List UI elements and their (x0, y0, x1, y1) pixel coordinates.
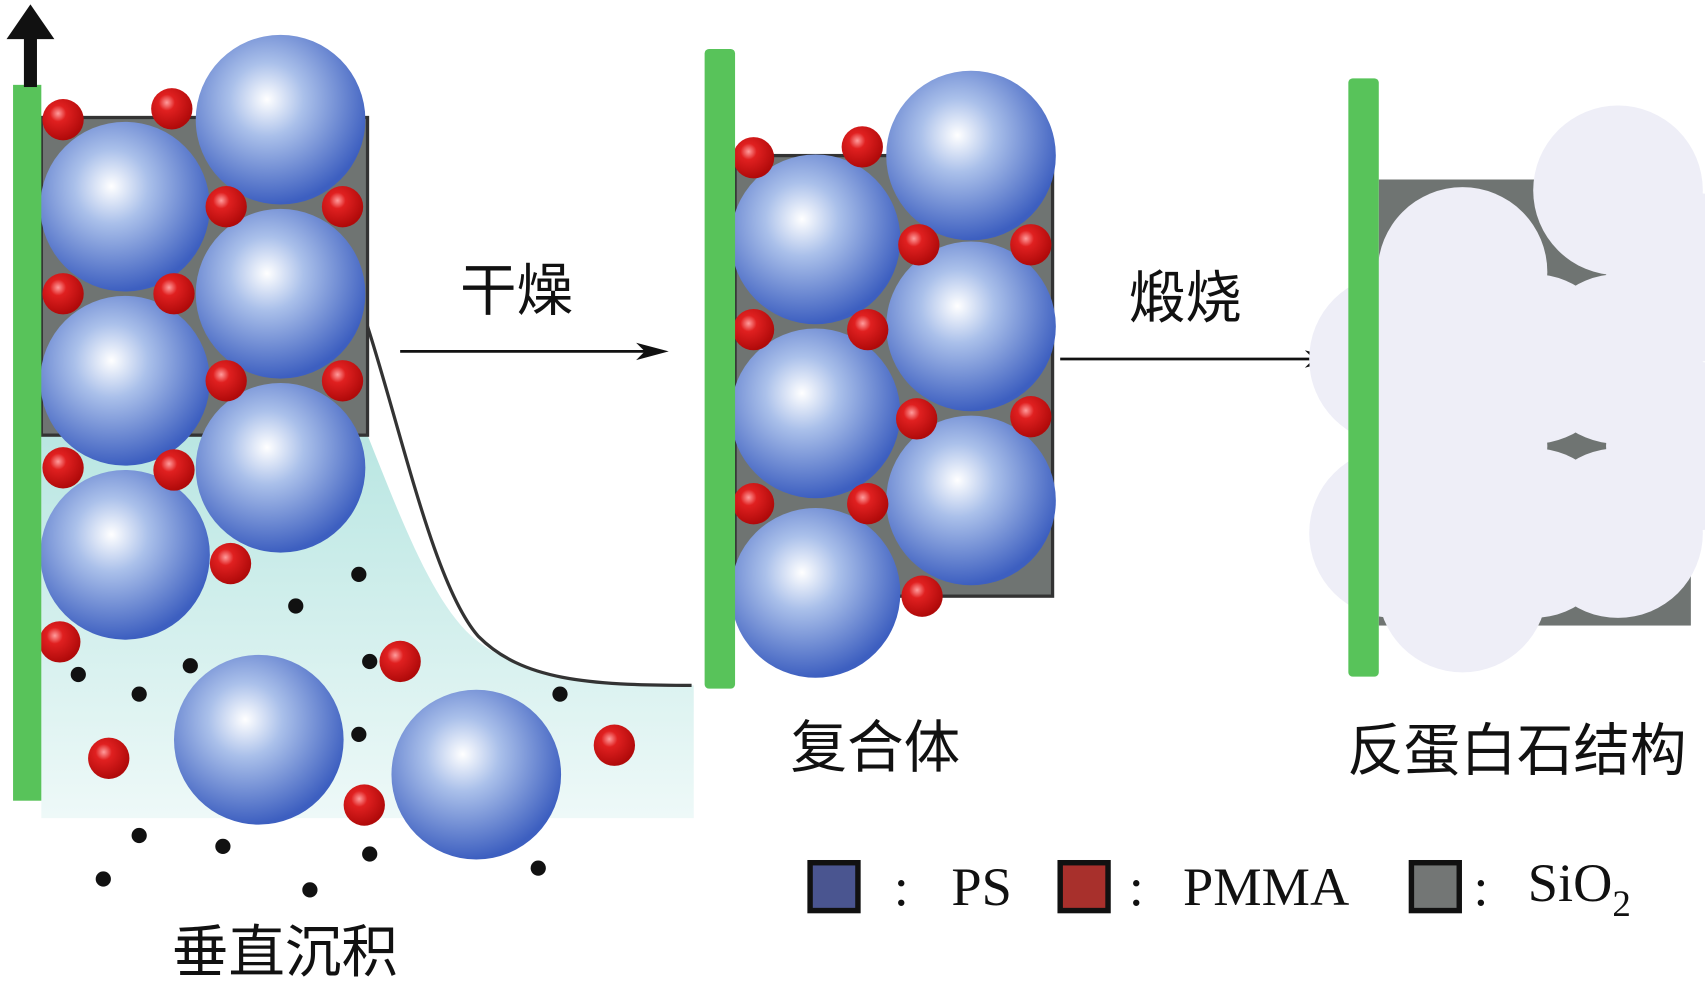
pmma-sphere (321, 360, 364, 402)
ps-sphere (173, 654, 344, 825)
pmma-sphere (42, 99, 84, 141)
composite-label: 复合体 (791, 716, 961, 781)
silica-particle (215, 838, 231, 855)
legend-label-pmma: PMMA (1183, 857, 1349, 917)
pore (1448, 448, 1619, 618)
ps-sphere (40, 121, 210, 292)
silica-particle (351, 566, 367, 583)
pmma-sphere (379, 640, 421, 683)
pmma-sphere (1010, 396, 1052, 438)
pmma-sphere (39, 621, 81, 663)
silica-particle (351, 726, 367, 742)
withdrawal-arrow-icon (6, 4, 55, 88)
inverse-opal-panel (1309, 78, 1705, 677)
substrate (704, 48, 736, 689)
silica-particle (362, 653, 378, 670)
legend-separator: : (1473, 857, 1488, 917)
pmma-sphere (205, 360, 247, 402)
meniscus-line (365, 325, 692, 688)
legend-label-ps: PS (951, 857, 1011, 917)
pore (1606, 361, 1705, 531)
pmma-sphere (901, 575, 943, 617)
calcination-arrow-icon (1060, 350, 1338, 368)
ps-spheres (40, 34, 562, 860)
legend-label-sio2: SiO2 (1528, 853, 1631, 924)
pore (1448, 274, 1619, 444)
silica-particle (70, 666, 86, 683)
pore (1606, 192, 1705, 363)
pmma-sphere (593, 724, 636, 766)
legend: : PS : PMMA : SiO2 (807, 853, 1631, 924)
drying-arrow-icon (400, 342, 669, 361)
silica-nanoparticles (70, 566, 568, 898)
pmma-sphere (1010, 224, 1052, 266)
pmma-sphere (732, 308, 775, 351)
silica-particle (302, 882, 318, 898)
pmma-sphere (847, 483, 889, 525)
pmma-sphere (153, 449, 195, 491)
ps-sphere (886, 70, 1056, 241)
legend-swatch-ps (807, 859, 861, 914)
pmma-sphere (841, 126, 883, 168)
ps-sphere (730, 508, 901, 678)
legend-swatch-sio2 (1408, 859, 1462, 914)
drying-label: 干燥 (460, 259, 573, 324)
deposition-panel (6, 4, 694, 898)
legend-separator: : (894, 857, 909, 917)
deposition-label: 垂直沉积 (172, 920, 398, 985)
substrate (13, 84, 42, 801)
ps-sphere (730, 328, 901, 499)
pmma-sphere (732, 483, 775, 525)
pmma-spheres (732, 126, 1052, 617)
legend-separator: : (1129, 857, 1144, 917)
pmma-sphere (151, 88, 193, 130)
pmma-sphere (895, 398, 938, 440)
calcination-label: 煅烧 (1129, 267, 1242, 332)
pmma-sphere (321, 186, 364, 228)
pmma-sphere (88, 737, 130, 779)
ps-sphere (195, 382, 366, 553)
silica-particle (552, 686, 568, 702)
pmma-sphere (343, 784, 385, 826)
ps-sphere (886, 241, 1056, 412)
ps-sphere (195, 34, 366, 205)
pmma-sphere (732, 137, 775, 179)
silica-particle (288, 598, 304, 614)
composite-panel (704, 48, 1056, 689)
silica-particle (95, 871, 111, 887)
pmma-sphere (42, 273, 84, 315)
pmma-sphere (153, 273, 195, 315)
substrate (1348, 78, 1379, 677)
ps-sphere (40, 295, 210, 466)
ps-sphere (391, 689, 562, 860)
pmma-sphere (42, 447, 84, 489)
ps-sphere (195, 208, 366, 379)
silica-particle (362, 846, 378, 862)
silica-particle (131, 686, 147, 702)
ps-spheres (730, 70, 1056, 678)
pmma-spheres (39, 88, 636, 826)
ps-sphere (40, 469, 210, 640)
inverse-opal-label: 反蛋白石结构 (1347, 719, 1686, 784)
legend-swatch-pmma (1057, 859, 1111, 914)
silica-particle (530, 860, 546, 876)
pmma-sphere (898, 224, 940, 266)
silica-particle (131, 827, 147, 844)
silica-particle (182, 658, 198, 674)
ps-sphere (730, 154, 901, 325)
pmma-sphere (209, 542, 252, 585)
pmma-sphere (847, 308, 889, 351)
pmma-sphere (205, 186, 247, 228)
ps-sphere (886, 415, 1056, 586)
